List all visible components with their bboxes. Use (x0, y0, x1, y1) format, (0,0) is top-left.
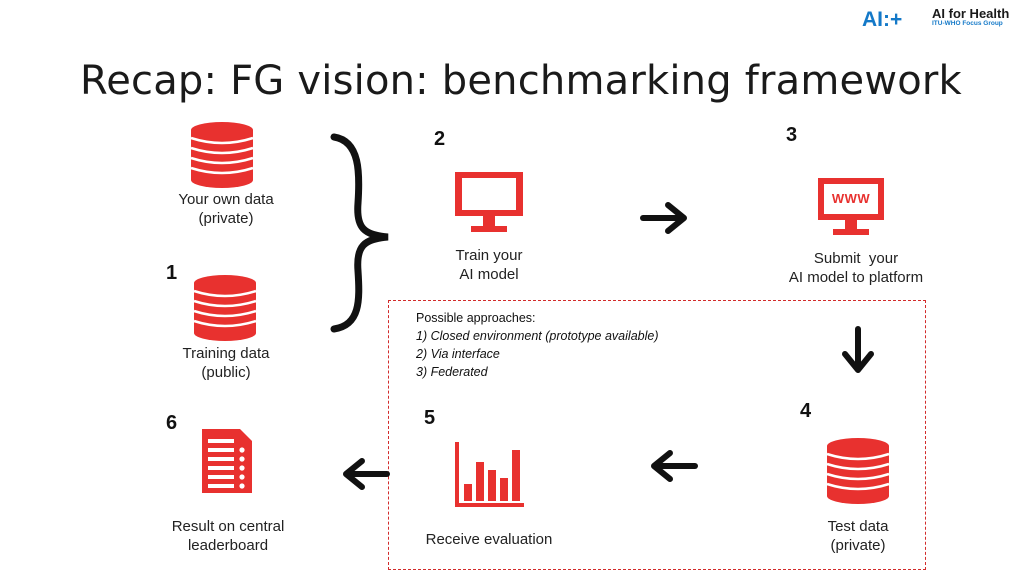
database-icon (190, 122, 254, 188)
test-data-label: Test data (private) (798, 517, 918, 555)
test-data-line1: Test data (827, 518, 889, 535)
approach-item: 3) Federated (416, 365, 488, 379)
step-number-3: 3 (786, 124, 798, 146)
step-number-1: 1 (166, 262, 178, 284)
approach-item: 1) Closed environment (prototype availab… (416, 329, 659, 343)
www-monitor-icon (818, 178, 884, 235)
test-data-line2: (private) (830, 537, 886, 554)
leaderboard-label: Result on central leaderboard (156, 517, 300, 555)
evaluation-label: Receive evaluation (425, 531, 553, 548)
own-data-label: Your own data (private) (166, 190, 286, 228)
database-icon (826, 438, 890, 504)
monitor-icon (455, 172, 523, 232)
arrow-right-icon (640, 202, 687, 234)
bar-chart-icon (455, 442, 524, 507)
leaderboard-line1: Result on central (171, 518, 285, 535)
own-data-line2: (private) (198, 210, 254, 227)
leaderboard-checklist-icon (202, 429, 252, 493)
own-data-line1: Your own data (178, 191, 274, 208)
training-data-line2: (public) (201, 364, 251, 381)
arrow-down-icon (842, 326, 874, 373)
approaches-heading: Possible approaches: (416, 311, 536, 325)
step-number-5: 5 (424, 407, 436, 429)
step-number-2: 2 (434, 128, 446, 150)
step-number-6: 6 (166, 412, 178, 434)
approaches-note: Possible approaches: 1) Closed environme… (416, 309, 659, 381)
ai-for-health-logo: AI:+ AI for Health ITU-WHO Focus Group (862, 6, 1022, 32)
train-model-line2: AI model (459, 266, 519, 283)
approaches-frame (388, 300, 926, 570)
training-data-label: Training data (public) (166, 344, 286, 382)
train-model-label: Train your AI model (429, 246, 549, 284)
www-text: WWW (831, 191, 871, 206)
submit-line2: AI model to platform (788, 269, 924, 286)
curly-brace (330, 133, 389, 333)
page-title: Recap: FG vision: benchmarking framework (80, 58, 962, 104)
logo-subtitle: ITU-WHO Focus Group (932, 20, 1003, 27)
database-icon (193, 275, 257, 341)
arrow-left-icon (343, 458, 390, 490)
logo-name: AI for Health (932, 6, 1010, 21)
leaderboard-line2: leaderboard (187, 537, 269, 554)
arrow-left-icon (651, 450, 698, 482)
submit-label: Submit your AI model to platform (776, 249, 936, 287)
step-number-4: 4 (800, 400, 812, 422)
train-model-line1: Train your (455, 247, 523, 264)
approach-item: 2) Via interface (416, 347, 500, 361)
training-data-line1: Training data (182, 345, 270, 362)
logo-mark: AI:+ (862, 8, 903, 31)
submit-line1: Submit your (813, 250, 899, 267)
